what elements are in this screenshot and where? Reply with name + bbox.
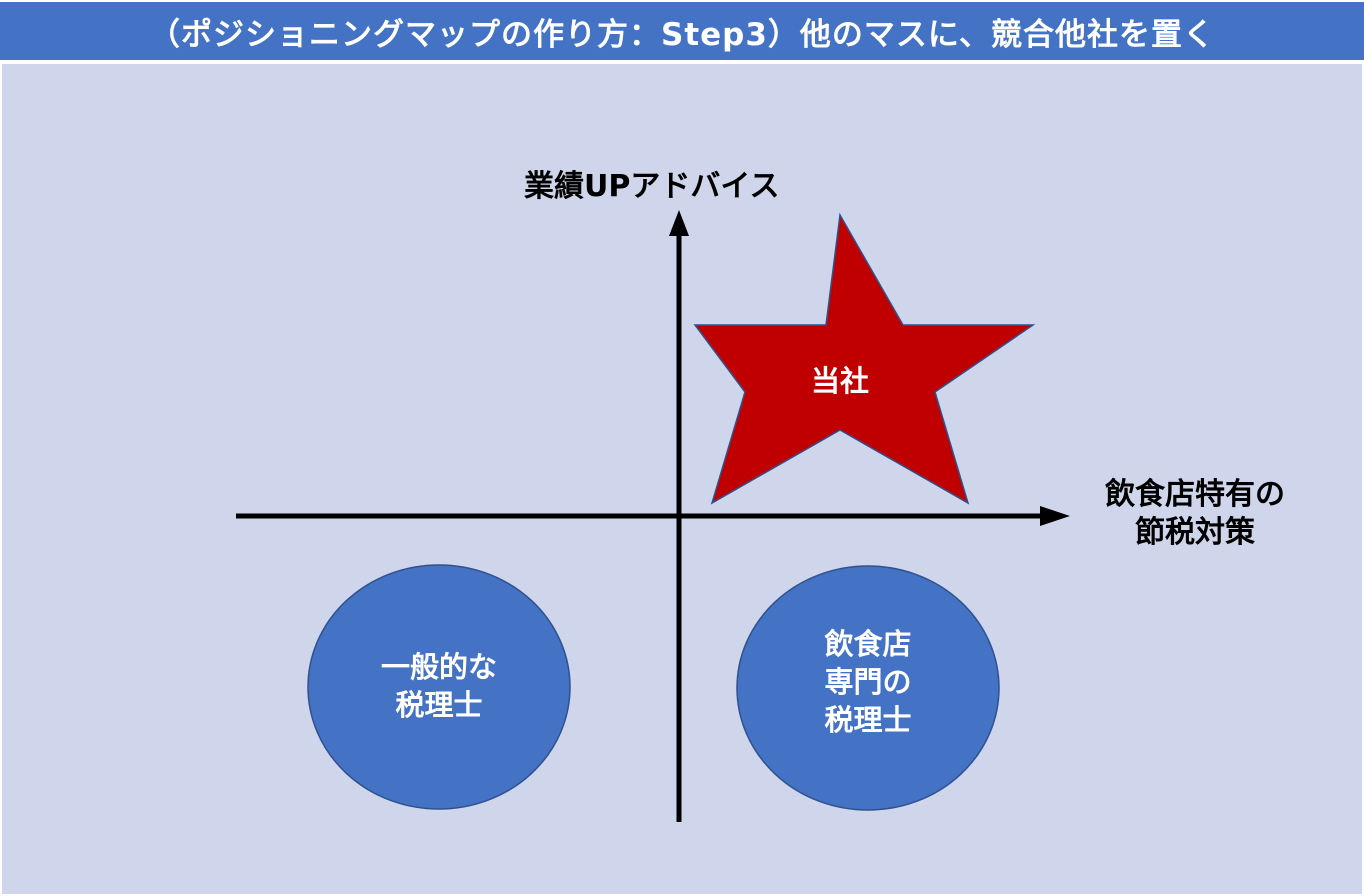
x-axis-label: 飲食店特有の 節税対策 — [1080, 476, 1310, 552]
y-axis-arrow — [669, 210, 689, 822]
y-axis-label: 業績UPアドバイス — [524, 169, 780, 204]
ellipse-right-line1: 飲食店 — [824, 627, 912, 661]
x-axis-label-line1: 飲食店特有の — [1105, 477, 1285, 512]
page-title: （ポジショニングマップの作り方：Step3）他のマスに、競合他社を置く — [0, 2, 1364, 60]
star-label: 当社 — [810, 364, 869, 398]
ellipse-left-line1: 一般的な — [380, 650, 497, 684]
positioning-map-canvas — [2, 64, 1362, 894]
x-axis-label-line2: 節税対策 — [1135, 515, 1255, 550]
ellipse-right-line3: 税理士 — [824, 703, 912, 737]
ellipse-general-tax-accountant — [307, 564, 571, 810]
ellipse-left-label: 一般的な 税理士 — [339, 648, 539, 724]
ellipse-restaurant-specialist — [736, 565, 1000, 811]
star-shape-own-company — [693, 212, 1036, 505]
ellipse-right-line2: 専門の — [824, 665, 912, 699]
ellipse-right-label: 飲食店 専門の 税理士 — [768, 625, 968, 739]
x-axis-arrow — [236, 506, 1070, 526]
ellipse-left-line2: 税理士 — [395, 688, 483, 722]
